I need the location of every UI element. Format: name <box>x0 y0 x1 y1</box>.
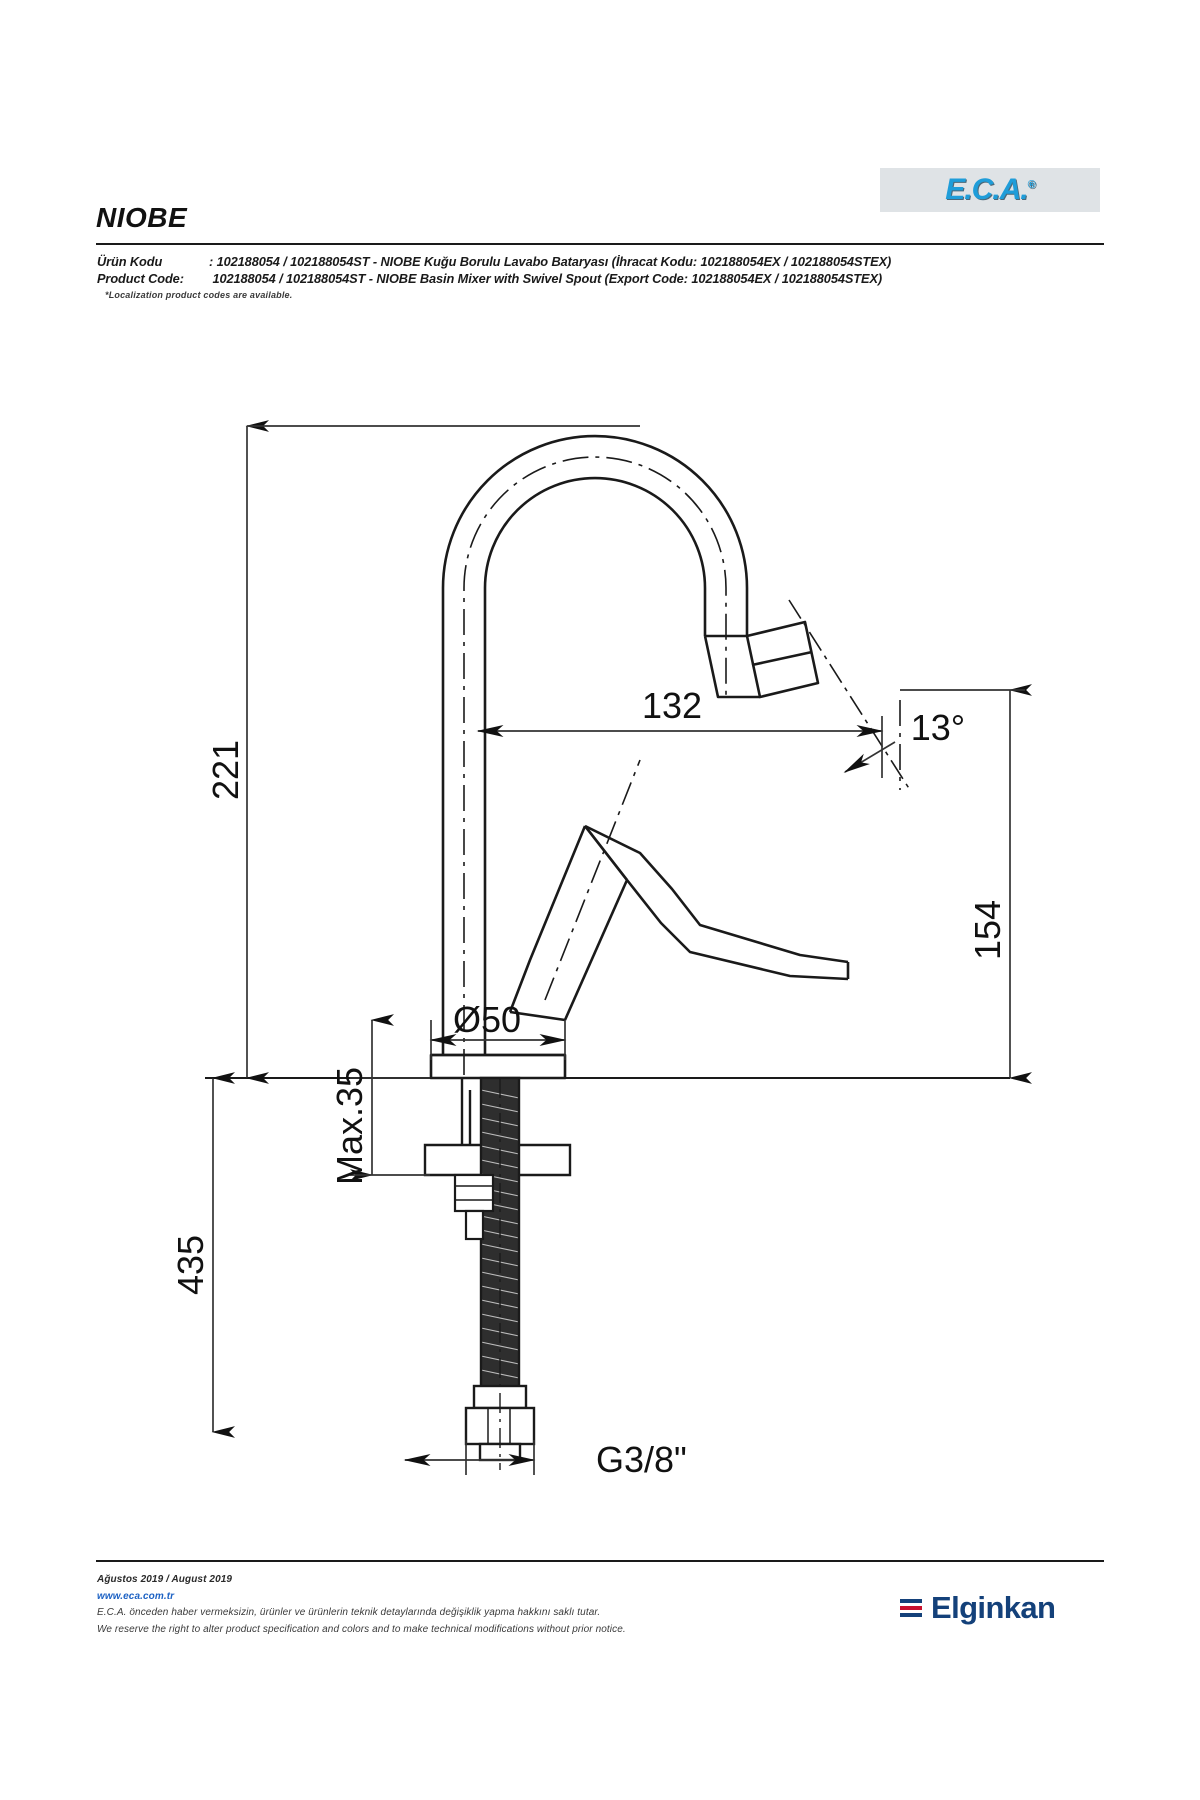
footer-disclaimer-turkish: E.C.A. önceden haber vermeksizin, ürünle… <box>97 1607 601 1618</box>
dimension-154: 154 <box>967 900 1008 960</box>
dimension-132: 132 <box>642 685 702 726</box>
product-code-block: Ürün Kodu : 102188054 / 102188054ST - NIO… <box>97 253 1107 300</box>
registered-trademark-icon: ® <box>1027 179 1036 191</box>
localization-note: *Localization product codes are availabl… <box>105 290 293 300</box>
dimension-221: 221 <box>205 740 246 800</box>
elginkan-logo: Elginkan <box>900 1590 1056 1626</box>
footer-text-block: Ağustos 2019 / August 2019 www.eca.com.t… <box>97 1572 857 1638</box>
dimension-thread-g38: G3/8" <box>596 1439 687 1480</box>
product-code-tr-value: : 102188054 / 102188054ST - NIOBE Kuğu B… <box>209 254 892 269</box>
product-code-tr-label: Ürün Kodu <box>97 254 163 269</box>
footer-website[interactable]: www.eca.com.tr <box>97 1590 175 1602</box>
product-code-en-label: Product Code: <box>97 271 184 286</box>
dimension-angle-13: 13° <box>911 707 965 748</box>
dimension-max-35: Max.35 <box>329 1067 370 1185</box>
header-divider <box>96 243 1104 245</box>
footer-disclaimer-english: We reserve the right to alter product sp… <box>97 1623 626 1635</box>
footer-date: Ağustos 2019 / August 2019 <box>97 1574 233 1585</box>
elginkan-bars-icon <box>900 1599 922 1617</box>
elginkan-wordmark: Elginkan <box>931 1590 1056 1625</box>
dimension-diameter-50: Ø50 <box>453 999 521 1040</box>
page-title: NIOBE <box>96 202 188 233</box>
product-code-english: Product Code: 102188054 / 102188054ST - … <box>97 270 1107 287</box>
footer-divider <box>96 1560 1104 1562</box>
eca-logo-text: E.C.A.® <box>945 173 1036 206</box>
eca-brand-logo: E.C.A.® <box>880 168 1100 212</box>
dimension-435: 435 <box>170 1235 211 1295</box>
product-code-turkish: Ürün Kodu : 102188054 / 102188054ST - NIO… <box>97 253 1107 270</box>
product-code-en-value: 102188054 / 102188054ST - NIOBE Basin Mi… <box>209 271 883 286</box>
